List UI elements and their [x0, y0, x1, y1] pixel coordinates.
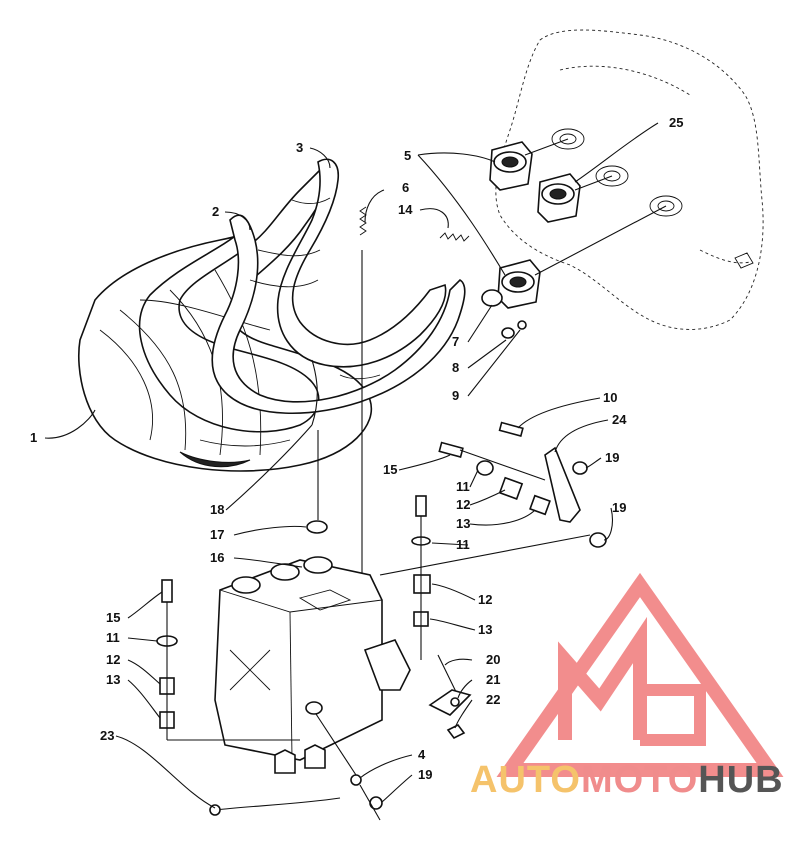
exhaust-gasket [481, 289, 503, 307]
watermark-text: AUTOMOTOHUB [470, 759, 784, 801]
watermark-hub: HUB [698, 759, 783, 801]
hose-bracket [428, 654, 472, 740]
callout-11-upper: 11 [456, 479, 470, 494]
vent-line-end [209, 804, 221, 816]
callout-labels: 1 2 3 5 6 14 25 7 8 9 10 24 19 19 15 11 … [30, 115, 683, 782]
exhaust-manifold-upper [489, 141, 533, 191]
hose-clamp [369, 796, 383, 810]
exhaust-spring-left [359, 206, 367, 236]
drain-hose [311, 359, 318, 426]
callout-9: 9 [452, 388, 459, 403]
tank-fitting [350, 774, 362, 786]
callout-13-left: 13 [106, 672, 120, 687]
callout-5: 5 [404, 148, 411, 163]
automotohub-logo-mark [496, 572, 784, 777]
callout-8: 8 [452, 360, 459, 375]
callout-23: 23 [100, 728, 114, 743]
watermark-auto: AUTO [470, 759, 581, 801]
vent-line [214, 797, 341, 811]
callout-22: 22 [486, 692, 500, 707]
callout-15-center: 15 [383, 462, 397, 477]
grommet [306, 520, 328, 534]
callout-6: 6 [402, 180, 409, 195]
callout-12-upper: 12 [456, 497, 470, 512]
callout-3: 3 [296, 140, 303, 155]
callout-11-left: 11 [106, 630, 120, 645]
leader-lines [44, 122, 659, 809]
callout-18: 18 [210, 502, 224, 517]
callout-21: 21 [486, 672, 500, 687]
callout-13-center: 13 [478, 622, 492, 637]
callout-25: 25 [669, 115, 683, 130]
bracket-hardware [379, 421, 607, 576]
flange-washer [517, 320, 527, 330]
callout-12-center: 12 [478, 592, 492, 607]
callout-14: 14 [398, 202, 413, 217]
callout-24: 24 [612, 412, 627, 427]
center-mount-hardware [411, 495, 431, 660]
callout-1: 1 [30, 430, 37, 445]
callout-17: 17 [210, 527, 224, 542]
callout-13-upper: 13 [456, 516, 470, 531]
callout-15-left: 15 [106, 610, 120, 625]
callout-12-left: 12 [106, 652, 120, 667]
watermark-moto: MOTO [581, 759, 698, 801]
flange-nut [501, 327, 515, 339]
callout-11-center: 11 [456, 537, 470, 552]
callout-16: 16 [210, 550, 224, 565]
callout-4: 4 [418, 747, 426, 762]
callout-10: 10 [603, 390, 617, 405]
exhaust-spring-right [439, 232, 470, 242]
callout-2: 2 [212, 204, 219, 219]
callout-19-lower: 19 [418, 767, 432, 782]
callout-7: 7 [452, 334, 459, 349]
callout-19-upper: 19 [605, 450, 619, 465]
exhaust-manifold-middle [537, 173, 581, 223]
exhaust-manifold-lower [497, 259, 541, 309]
exhaust-pipe-front [211, 158, 466, 414]
oil-tank [214, 556, 411, 774]
callout-20: 20 [486, 652, 500, 667]
callout-19-middle: 19 [612, 500, 626, 515]
left-mount-hardware [156, 579, 300, 741]
